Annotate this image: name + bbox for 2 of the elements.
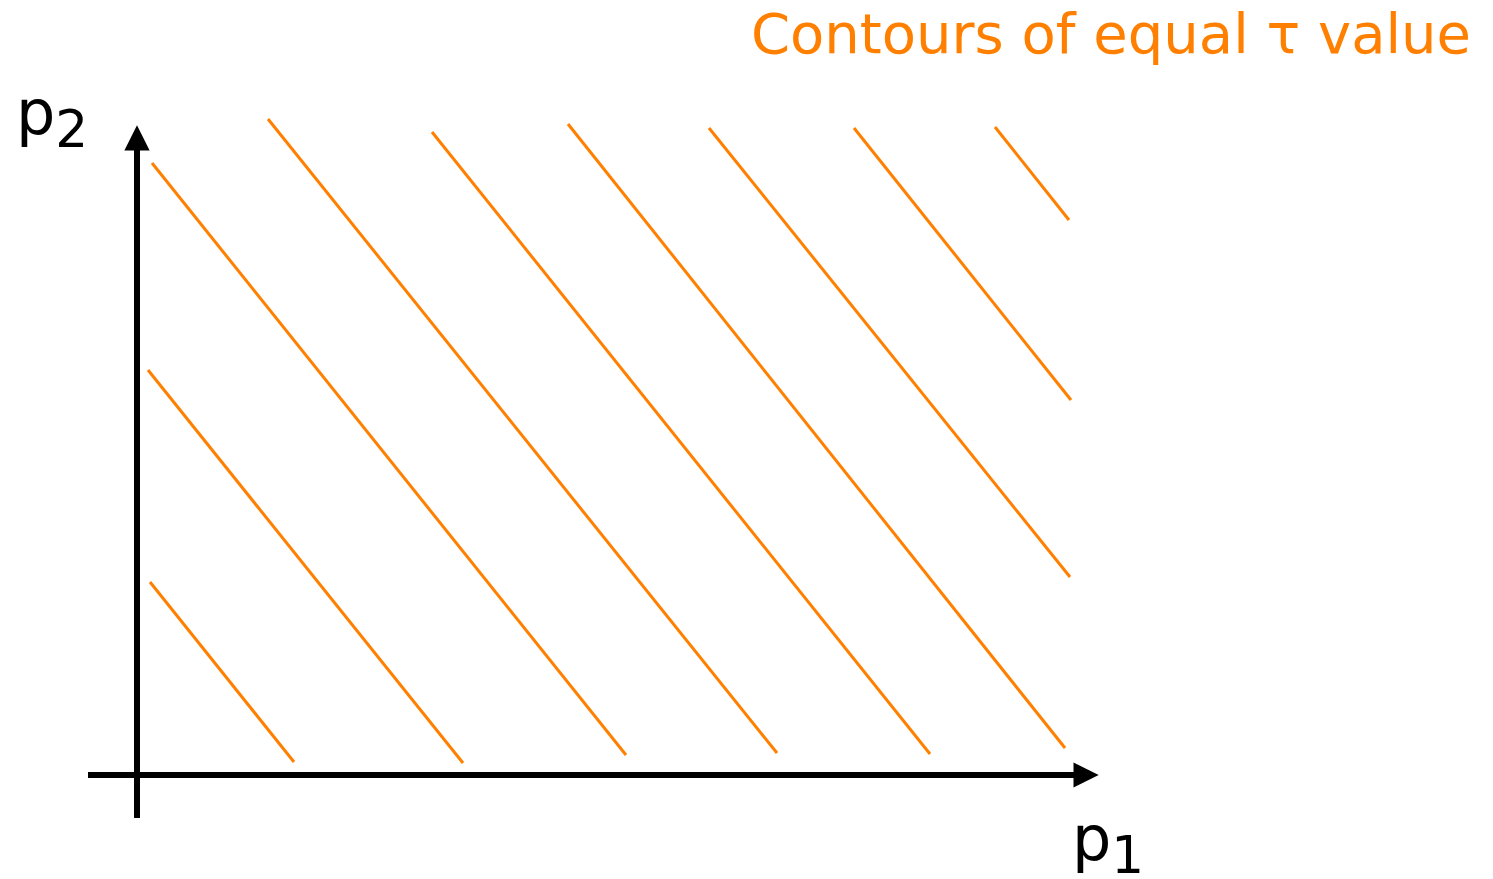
axis-label: p$_{2}$ <box>16 82 89 157</box>
axis-label: p$_{1}$ <box>1072 808 1145 879</box>
